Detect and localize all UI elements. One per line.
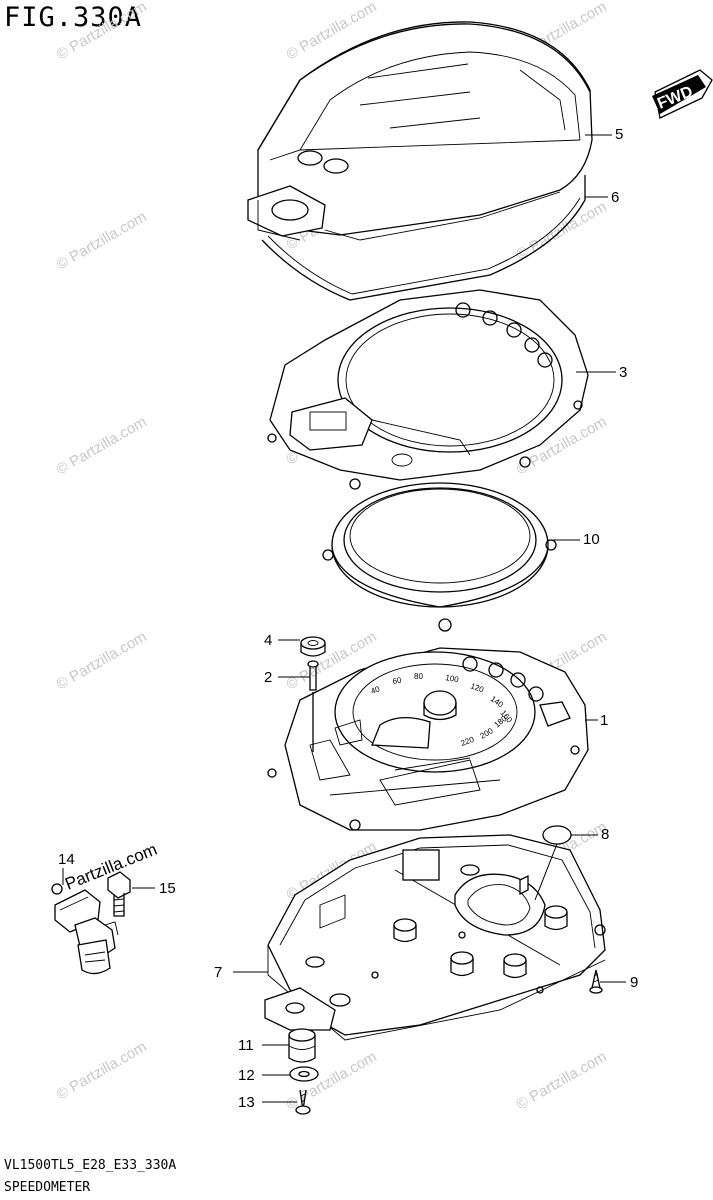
part-grommet-small — [300, 636, 326, 657]
part-lower-case — [264, 834, 606, 1041]
section-name: SPEEDOMETER — [4, 1180, 91, 1195]
callout-15: 15 — [159, 880, 176, 897]
watermark-text: © Partzilla.com — [54, 208, 150, 273]
part-bolt — [107, 871, 131, 917]
figure-code: VL1500TL5_E28_E33_330A — [4, 1158, 177, 1173]
callout-9: 9 — [630, 974, 639, 991]
leader-lines — [62, 134, 626, 1103]
dial-number: 220 — [460, 735, 476, 748]
dial-number: 80 — [414, 672, 423, 681]
part-meter-case — [267, 289, 589, 490]
part-washer — [289, 1066, 319, 1082]
callout-5: 5 — [615, 126, 624, 143]
part-speedometer-assembly — [267, 647, 589, 831]
callout-4: 4 — [264, 632, 273, 649]
figure-title: FIG.330A — [4, 2, 143, 33]
callout-1: 1 — [600, 712, 609, 729]
watermark-text: © Partzilla.com — [514, 1048, 610, 1113]
part-screw-long — [307, 660, 319, 691]
callout-8: 8 — [601, 826, 610, 843]
callout-11: 11 — [238, 1037, 254, 1054]
part-screw-small — [589, 969, 603, 994]
dial-number: 100 — [445, 673, 460, 684]
callout-12: 12 — [238, 1067, 255, 1084]
watermark-text: © Partzilla.com — [54, 413, 150, 478]
part-grommet-large — [288, 1028, 316, 1063]
callout-2: 2 — [264, 669, 273, 686]
part-gasket — [261, 175, 586, 301]
part-visor-cover — [247, 21, 593, 241]
callout-3: 3 — [619, 364, 628, 381]
dial-number: 40 — [370, 684, 382, 696]
callout-6: 6 — [611, 189, 620, 206]
callout-10: 10 — [583, 531, 600, 548]
dial-number: 60 — [392, 675, 403, 686]
callout-7: 7 — [214, 964, 223, 981]
watermark-text: © Partzilla.com — [54, 628, 150, 693]
watermark-text: © Partzilla.com — [54, 1038, 150, 1103]
watermark-text: © Partzilla.com — [54, 0, 150, 63]
callout-13: 13 — [238, 1094, 255, 1111]
part-speed-sensor — [51, 883, 119, 975]
part-screw-bottom — [295, 1089, 311, 1115]
part-lens-ring — [322, 482, 557, 632]
part-cap — [542, 825, 572, 845]
dial-number: 120 — [469, 681, 485, 694]
callout-14: 14 — [58, 851, 75, 868]
fwd-arrow-icon: FWD — [652, 69, 713, 119]
